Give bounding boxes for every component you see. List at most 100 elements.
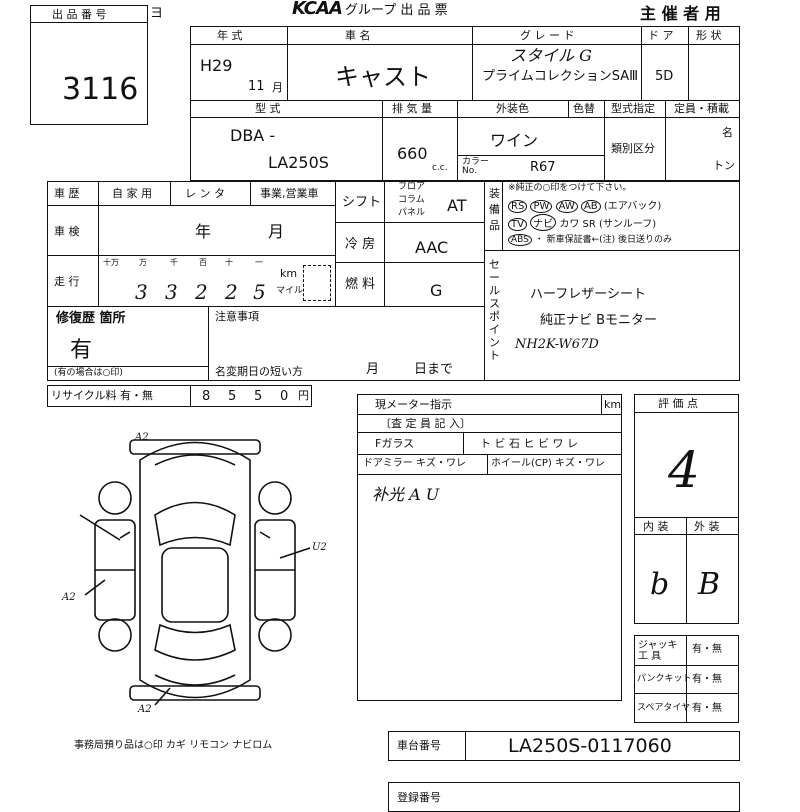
mark-a2-left: A2 [61,592,76,603]
history-opt-private: 自 家 用 [112,187,152,200]
inspection-month: 月 [268,222,285,241]
history-opt-business: 事業,営業車 [260,187,319,200]
equip-navi: ナビ [530,214,557,231]
year-label: 年 式 [217,29,243,42]
chassis-box [388,731,740,761]
notes-label: 注意事項 [215,310,259,323]
ac-label: 冷 房 [345,237,376,252]
capacity-unit-tons: トン [713,159,735,172]
organizer-label: 主 催 者 用 [640,4,721,23]
exterior-color-label: 外装色 [496,102,529,115]
class-label: 類別区分 [611,142,655,155]
recycle-label: リサイクル料 有・無 [51,389,153,402]
equip-leather: カワ [559,219,580,230]
exterior-label: 外 装 [694,520,720,533]
equip-aw: AW [555,200,578,213]
name-change-label: 名変期日の短い方 [215,365,303,378]
sale-point-1: ハーフレザーシート [530,287,646,302]
office-note: 事務局預り品は○印 カギ リモコン ナビロム [74,740,273,751]
model-code: LA250S [268,153,329,172]
grade-line1: スタイル G [510,46,592,65]
puncture-label: パンクキット [637,674,692,684]
shift-option-column: コラム [398,195,425,205]
ac-value: AAC [415,238,449,257]
car-name: キャスト [335,63,431,91]
equip-sr: SR [582,219,596,230]
puncture-options: 有・無 [692,674,722,685]
inspection-year: 年 [195,222,212,241]
type-designation-label: 型式指定 [611,102,655,115]
mileage-digit-4: 5 [253,280,266,304]
capacity-unit-persons: 名 [722,126,733,139]
km-check-box [303,265,331,301]
equip-ab: AB [580,200,601,213]
exterior-grade: B [698,567,721,602]
evaluation-label: 評 価 点 [658,397,698,410]
model-label: 型 式 [255,102,281,115]
glass-items: ト ビ 石 ヒ ビ ワ レ [480,437,578,450]
chassis-label: 車台番号 [397,739,441,752]
mirror-label: ドアミラー キズ・ワレ [363,458,466,469]
color-value: ワイン [490,131,539,150]
mileage-digit-label-3: 百 [199,258,207,267]
lot-number: 3116 [62,72,139,107]
shift-label: シフト [342,195,382,210]
equip-tv: TV [508,218,527,231]
grade-line2: プライムコレクションSAⅢ [482,69,639,84]
brand-logo: KCAA [292,0,343,19]
equip-abs: ABS [508,234,532,246]
shift-option-panel: パネル [398,208,426,218]
mark-a2-bottom: A2 [137,704,152,715]
equip-airbag-note: (エアバック) [603,201,662,212]
name-change-day: 日まで [414,362,454,377]
car-diagram: A2 U2 A2 A2 [61,432,327,715]
sale-points-label: セールスポイント [489,258,500,362]
recycle-digit-1: 5 [228,389,237,404]
equip-row-1: RS PW AW AB (エアバック) [508,197,661,213]
shift-value: AT [447,196,467,215]
color-no-value: R67 [530,160,556,175]
grade-label: グ レ ー ド [520,29,575,42]
glass-label: Fガラス [375,437,415,450]
recycle-digit-2: 5 [254,389,263,404]
capacity-label: 定員・積載 [674,102,729,115]
vehicle-table [190,26,740,181]
mark-a2-top: A2 [134,432,149,443]
spare-label: スペアタイヤ [637,703,691,713]
jack-options: 有・無 [692,644,722,655]
mileage-digit-label-5: 一 [255,258,263,267]
recycle-box [47,385,312,407]
fuel-label: 燃 料 [345,277,376,292]
meter-box [357,394,622,701]
mileage-digit-label-2: 千 [170,258,178,267]
sale-point-2: 純正ナビ Bモニター [540,313,658,328]
spare-options: 有・無 [692,703,722,714]
year-era: H29 [200,56,233,75]
appraiser-label: 〔査 定 員 記 入〕 [380,417,471,430]
equip-pw: PW [530,200,553,213]
name-change-month: 月 [366,362,380,377]
meter-unit: km [604,398,622,411]
disp-label: 排 気 量 [392,102,432,115]
wheel-label: ホイール(CP) キズ・ワレ [491,458,605,469]
recycle-digit-3: 0 [280,389,289,404]
repair-value: 有 [70,338,93,363]
year-month: 11 [248,79,265,94]
chassis-number: LA250S-0117060 [508,735,672,757]
history-opt-rental: レ ン タ [185,187,225,200]
equip-rs: RS [508,200,528,213]
suffix-char: ヨ [150,6,164,21]
details-table [47,181,740,381]
mileage-label: 走 行 [54,275,80,288]
meter-label: 現メーター指示 [375,398,452,411]
month-unit: 月 [272,81,283,94]
equip-warranty-note: ・ 新車保証書←(注) 後日送りのみ [534,235,673,245]
mileage-digit-label-0: 十万 [103,258,119,267]
mileage-digit-1: 3 [165,280,178,304]
model-prefix: DBA - [230,126,276,145]
appraiser-hand-note: 补光 A U [372,485,440,504]
equip-row-3: ABS ・ 新車保証書←(注) 後日送りのみ [508,232,672,246]
interior-label: 内 装 [643,520,669,533]
mileage-digit-label-1: 万 [139,258,147,267]
equip-label: 装備品 [489,187,500,232]
